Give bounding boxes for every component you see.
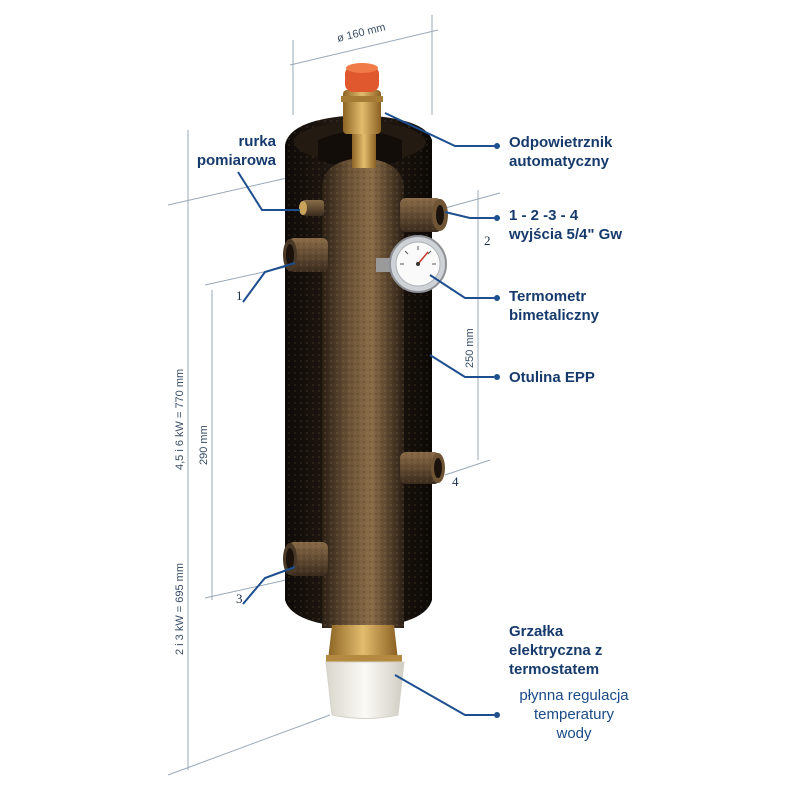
height-small-label: 2 i 3 kW = 695 mm	[174, 563, 186, 655]
port-1-stub	[283, 238, 328, 272]
thermometer	[376, 235, 447, 293]
leader-lines	[237, 112, 494, 716]
port-4-number: 4	[452, 474, 459, 489]
outlets-label-line1: 1 - 2 -3 - 4	[509, 207, 579, 224]
measuring-tube	[299, 200, 324, 216]
thermometer-label: Termometr bimetaliczny	[509, 287, 599, 325]
heater-note-line2: temperatury	[533, 706, 615, 723]
port-2-number: 2	[484, 233, 491, 248]
outlets-label-line2: wyjścia 5/4" Gw	[509, 226, 623, 243]
measuring-tube-label-line2: pomiarowa	[196, 152, 276, 169]
port-4-stub	[400, 452, 445, 484]
port-1-number: 1	[236, 288, 243, 303]
port-3-number: 3	[236, 591, 243, 606]
air-vent	[341, 63, 383, 168]
measuring-tube-label-line1: rurka	[238, 133, 276, 150]
thermometer-label-line2: bimetaliczny	[509, 307, 600, 324]
heater	[325, 625, 405, 719]
separator-body	[322, 158, 404, 628]
heater-note: płynna regulacja temperatury wody	[500, 686, 648, 743]
air-vent-label-line1: Odpowietrznik	[509, 134, 613, 151]
heater-label: Grzałka elektryczna z termostatem	[509, 622, 602, 679]
heater-note-line3: wody	[556, 725, 592, 742]
insulation-label: Otulina EPP	[509, 369, 595, 386]
port-2-stub	[400, 198, 448, 232]
leader-dots	[494, 143, 500, 718]
outlets-label: 1 - 2 -3 - 4 wyjścia 5/4" Gw	[509, 206, 622, 244]
measuring-tube-label: rurka pomiarowa	[168, 132, 276, 170]
height-large-label: 4,5 i 6 kW = 770 mm	[174, 369, 186, 470]
air-vent-label: Odpowietrznik automatyczny	[509, 133, 612, 171]
heater-label-line2: elektryczna z	[509, 642, 603, 659]
port-3-stub	[283, 542, 328, 576]
spacing-250-label: 250 mm	[464, 328, 476, 368]
heater-label-line3: termostatem	[509, 661, 600, 678]
spacing-290-label: 290 mm	[198, 425, 210, 465]
heater-label-line1: Grzałka	[509, 623, 564, 640]
heater-note-line1: płynna regulacja	[519, 687, 629, 704]
dimension-lines	[167, 15, 501, 776]
thermometer-label-line1: Termometr	[509, 288, 587, 305]
diameter-label: ø 160 mm	[336, 21, 387, 45]
air-vent-label-line2: automatyczny	[509, 153, 610, 170]
